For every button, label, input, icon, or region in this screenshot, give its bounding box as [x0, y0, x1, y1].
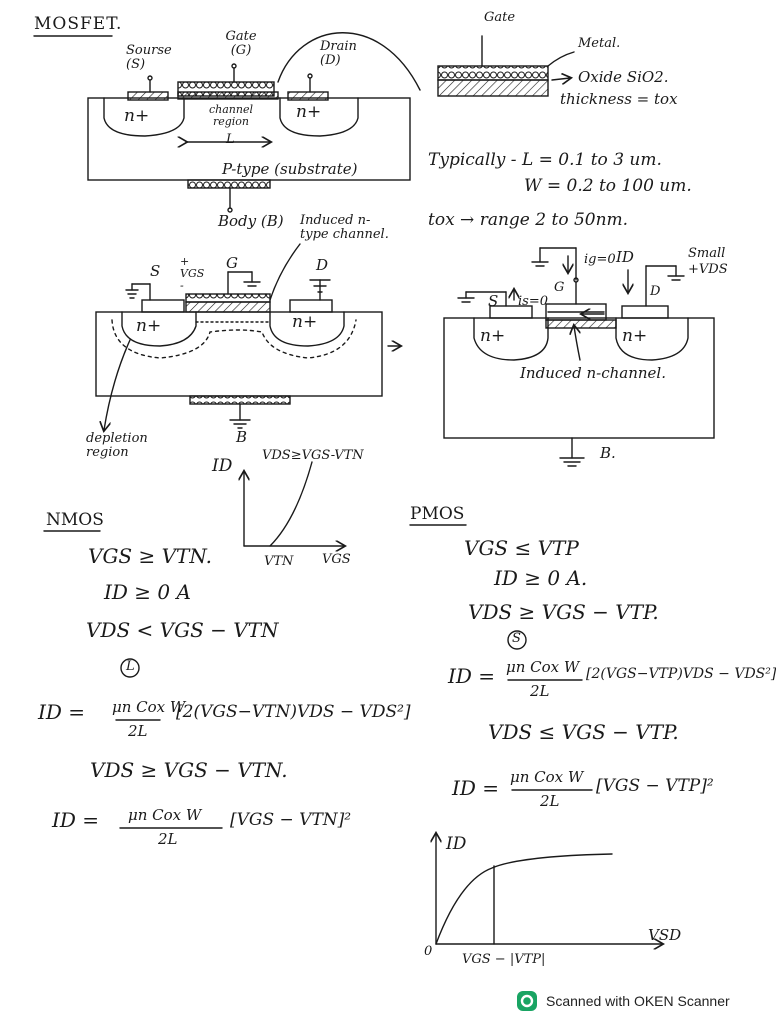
- graph2-xlabel: VSD: [648, 926, 682, 944]
- pmos-circle-label: S: [512, 631, 521, 646]
- nmos-circle-mark: [120, 658, 140, 678]
- pmos-eq1-lhs: ID =: [448, 664, 496, 688]
- gate-label: Gate (G): [225, 29, 257, 58]
- pmos-eq1-bracket: [2(VGS−VTP)VDS − VDS²]: [586, 666, 776, 682]
- typical-line-3: tox → range 2 to 50nm.: [428, 210, 629, 230]
- nmos-cond-4: VDS ≥ VGS − VTN.: [90, 758, 288, 782]
- typical-line-1: Typically - L = 0.1 to 3 um.: [428, 150, 662, 170]
- right-s-label: S: [488, 292, 499, 310]
- nmos-eq2-lhs: ID =: [52, 808, 100, 832]
- pmos-eq2-denominator: 2L: [540, 792, 560, 810]
- substrate-label: P-type (substrate): [222, 160, 358, 178]
- pmos-eq1-denominator: 2L: [530, 682, 550, 700]
- induced-n-left: n+: [136, 316, 162, 336]
- pmos-eq1-numerator: μn Cox W: [506, 658, 580, 676]
- induced-g-label: G: [226, 254, 238, 272]
- nmos-cond-2: ID ≥ 0 A: [104, 580, 191, 604]
- nmos-eq2-bracket: [VGS − VTN]²: [230, 810, 352, 830]
- depletion-region-label: depletion region: [86, 431, 148, 460]
- pmos-eq2-lhs: ID =: [452, 776, 500, 800]
- thickness-label: thickness = tox: [560, 90, 678, 108]
- pmos-cond-2: ID ≥ 0 A.: [494, 566, 588, 590]
- graph1-x2-label: VGS: [322, 552, 351, 567]
- drain-label: Drain (D): [320, 39, 357, 68]
- right-n-right: n+: [622, 326, 648, 346]
- induced-channel-label: Induced n-type channel.: [300, 213, 389, 242]
- right-ig-label: ig=0: [584, 252, 616, 267]
- right-induced-label: Induced n-channel.: [520, 364, 666, 382]
- pmos-cond-4: VDS ≤ VGS − VTP.: [488, 720, 679, 744]
- right-channel-diagram: [443, 247, 715, 467]
- metal-label: Metal.: [578, 36, 621, 51]
- right-n-left: n+: [480, 326, 506, 346]
- right-g-label: G: [554, 280, 565, 295]
- nmos-eq2-numerator: μn Cox W: [128, 806, 202, 824]
- nmos-eq1-lhs: ID =: [38, 700, 86, 724]
- graph1-axes: [244, 461, 344, 547]
- oxide-label: Oxide SiO2.: [578, 68, 669, 86]
- pmos-heading: PMOS: [410, 504, 465, 524]
- right-small-vds-label: Small +VDS: [688, 246, 728, 277]
- graph2-origin-label: 0: [424, 944, 433, 959]
- page-title: MOSFET.: [34, 14, 123, 34]
- nmos-eq1-denominator: 2L: [128, 722, 148, 740]
- graph1-curve: [269, 461, 313, 547]
- top-mosfet-diagram: [87, 32, 421, 213]
- induced-channel-diagram: [95, 243, 400, 430]
- oken-scanner-logo-icon: [517, 991, 537, 1011]
- pmos-eq2-numerator: μn Cox W: [510, 768, 584, 786]
- right-b-label: B.: [600, 444, 616, 462]
- gate-detail-label: Gate: [484, 10, 516, 25]
- induced-n-right: n+: [292, 312, 318, 332]
- watermark-text: Scanned with OKEN Scanner: [546, 993, 730, 1009]
- pmos-cond-1: VGS ≤ VTP: [464, 536, 579, 560]
- typical-line-2: W = 0.2 to 100 um.: [524, 176, 692, 196]
- graph1-ylabel: ID: [212, 456, 233, 476]
- nmos-eq2-denominator: 2L: [158, 830, 178, 848]
- induced-vgs-label: + VGS -: [180, 255, 205, 292]
- induced-b-label: B: [236, 428, 248, 446]
- n-plus-right: n+: [296, 102, 322, 122]
- nmos-cond-3: VDS < VGS − VTN: [86, 618, 279, 642]
- right-id-label: ID: [616, 248, 634, 266]
- nmos-circle-label: L: [126, 659, 135, 674]
- nmos-heading: NMOS: [46, 510, 104, 530]
- nmos-cond-1: VGS ≥ VTN.: [88, 544, 212, 568]
- source-label: Sourse (S): [126, 43, 172, 72]
- graph2-xtick-label: VGS − |VTP|: [462, 952, 546, 967]
- body-label: Body (B): [218, 212, 284, 230]
- gate-detail-diagram: [437, 35, 575, 97]
- scanner-watermark: Scanned with OKEN Scanner: [516, 990, 730, 1012]
- pmos-eq2-bracket: [VGS − VTP]²: [596, 776, 714, 796]
- right-d-label: D: [650, 284, 661, 299]
- induced-d-label: D: [316, 256, 329, 274]
- n-plus-left: n+: [124, 106, 150, 126]
- length-label: L: [226, 132, 235, 147]
- channel-region-label: channel region: [209, 103, 253, 128]
- graph2-ylabel: ID: [446, 834, 467, 854]
- graph1-x1-label: VTN: [264, 554, 294, 569]
- nmos-eq1-numerator: μn Cox W: [112, 698, 186, 716]
- pmos-cond-3: VDS ≥ VGS − VTP.: [468, 600, 659, 624]
- graph2-axes: [436, 834, 662, 944]
- nmos-eq1-bracket: [2(VGS−VTN)VDS − VDS²]: [176, 702, 411, 722]
- pmos-circle-mark: [507, 630, 527, 650]
- graph1-curve-label: VDS≥VGS-VTN: [262, 448, 364, 463]
- graph2-curve: [435, 853, 613, 945]
- induced-s-label: S: [150, 262, 161, 280]
- right-is-label: is=0: [518, 294, 548, 309]
